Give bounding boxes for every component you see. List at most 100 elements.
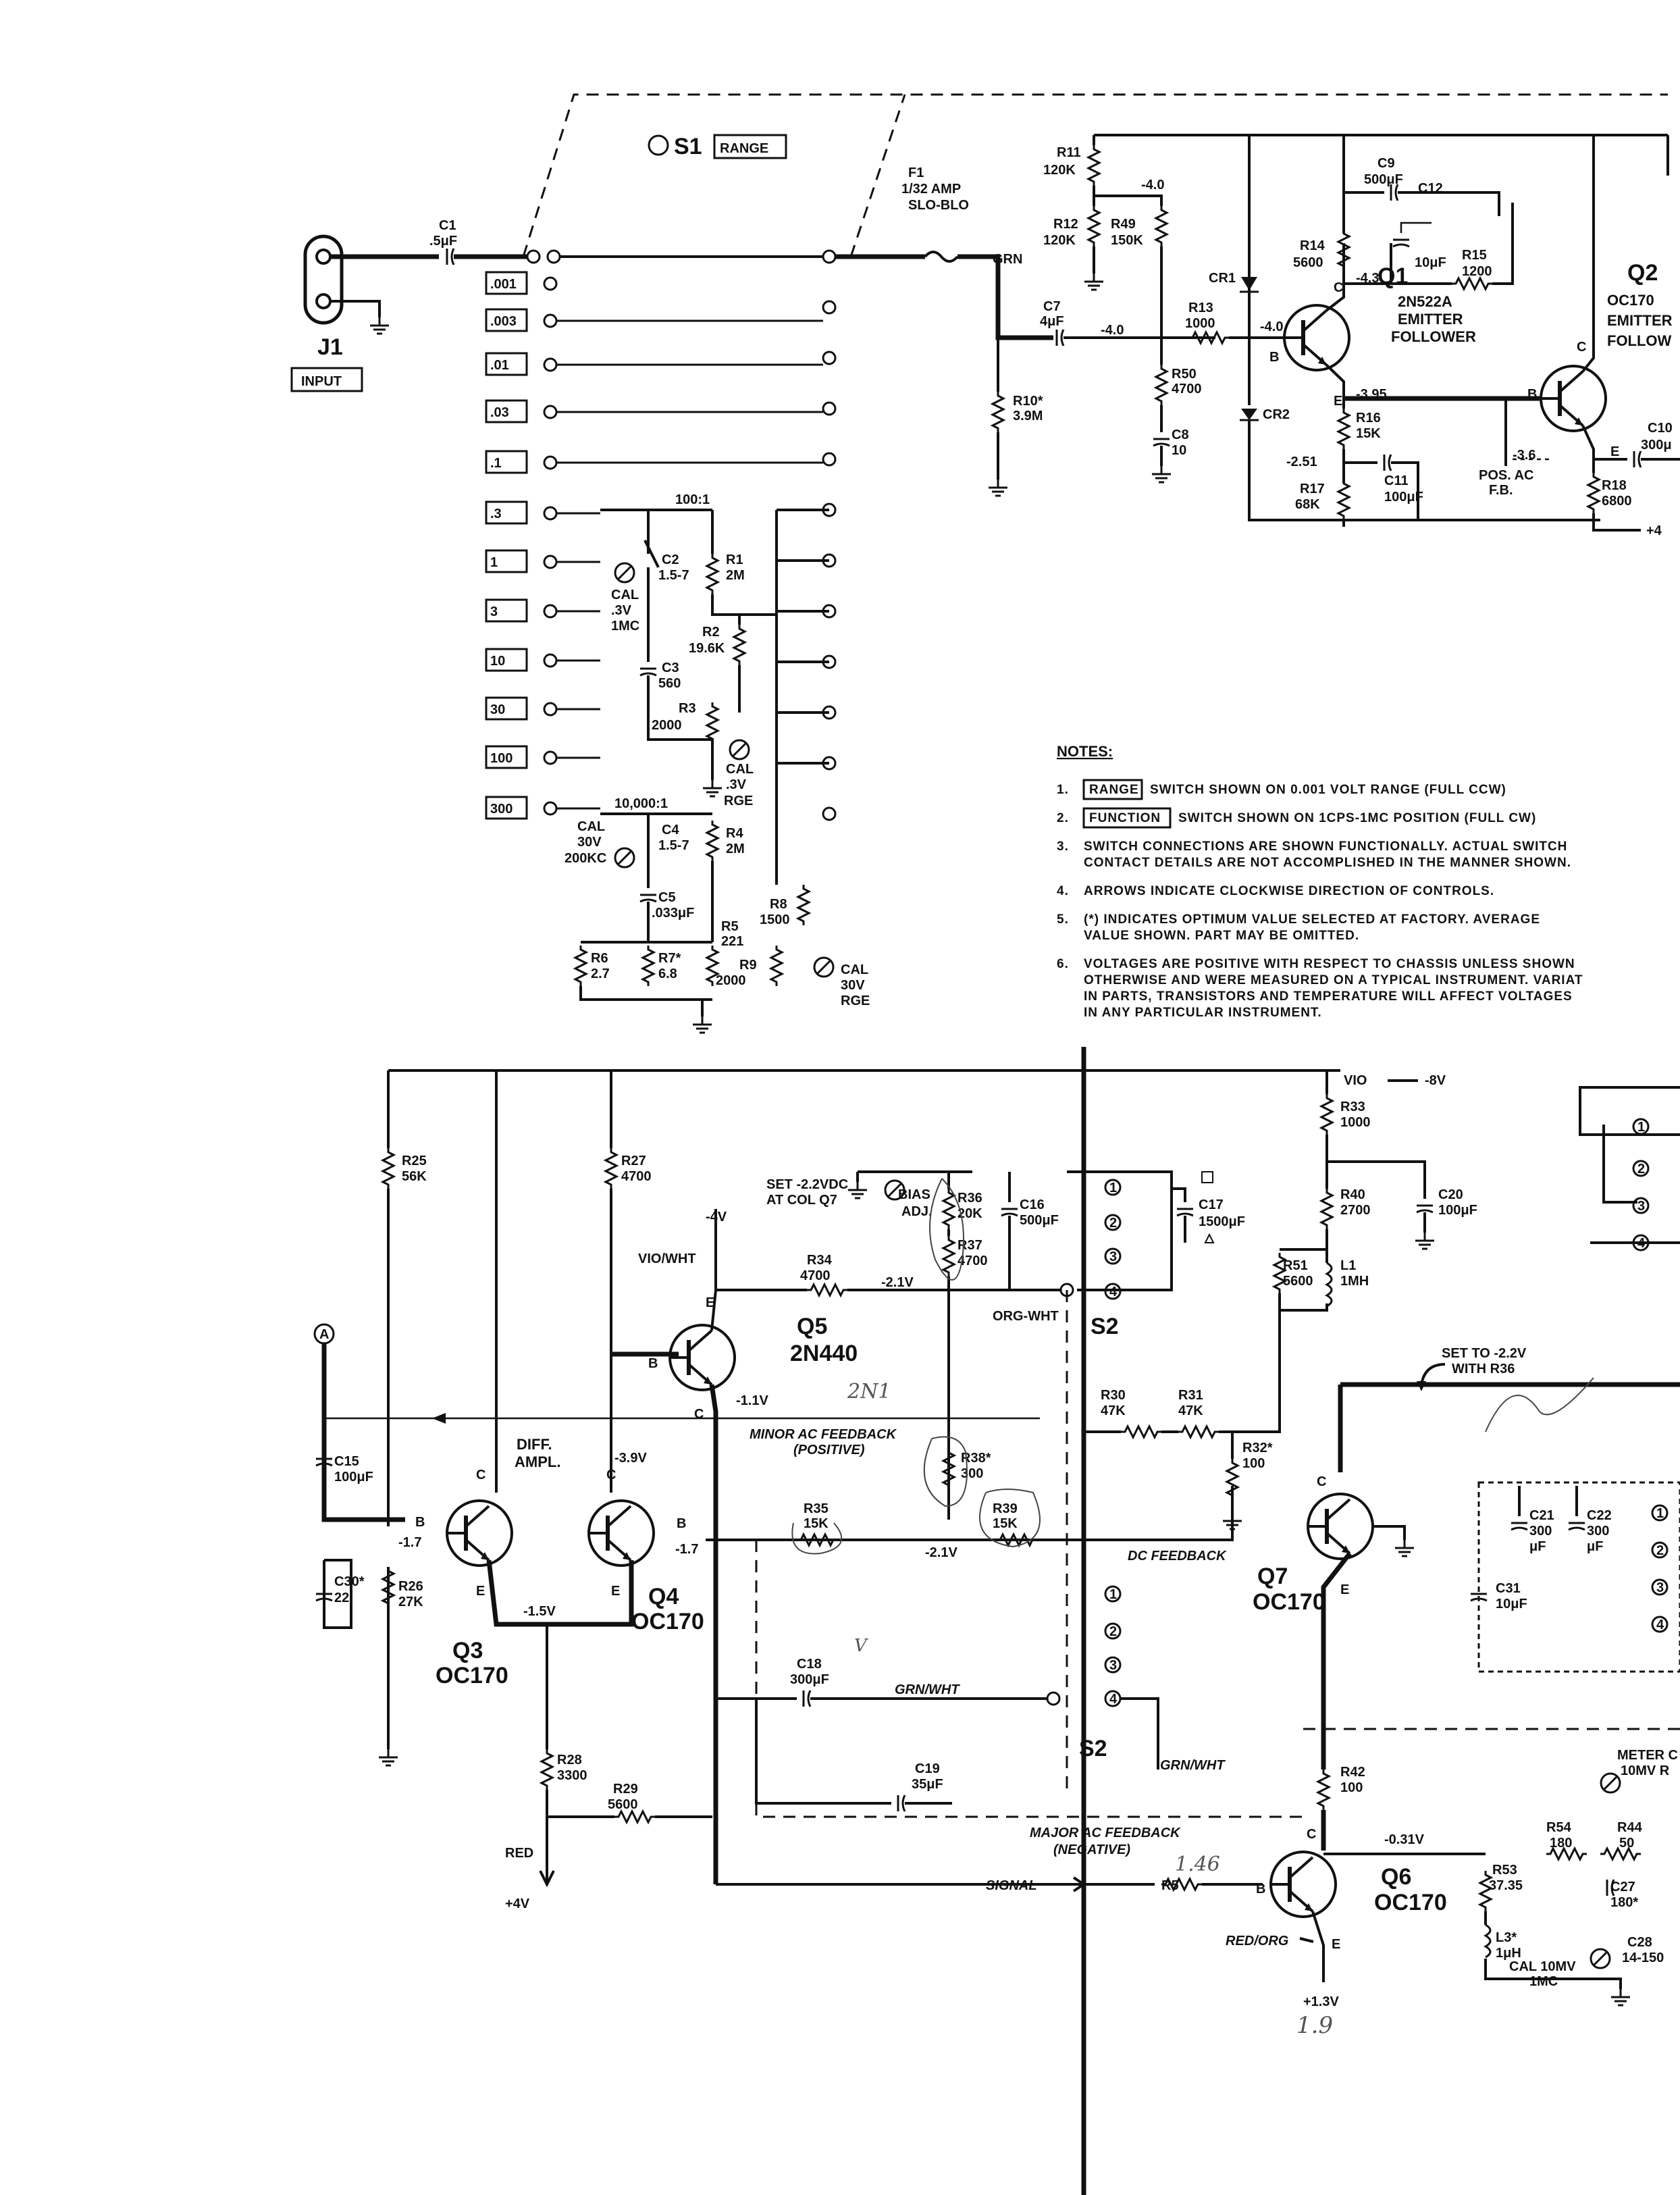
r30-label: R30 <box>1101 1388 1126 1403</box>
range-position[interactable]: 10 <box>485 648 600 672</box>
cal-low-l1: CAL <box>577 819 605 834</box>
switch-s2-upper[interactable] <box>1059 1170 1173 1300</box>
r9-value: 2000 <box>716 973 746 988</box>
meter-cal-adjust[interactable] <box>1600 1772 1621 1794</box>
pencil-note-c18: V <box>854 1636 868 1656</box>
s2u-pos3: 3 <box>1109 1249 1117 1264</box>
r35-label: R35 <box>804 1501 829 1516</box>
c17-value: 1500μF <box>1199 1214 1245 1229</box>
cal-range-2-adjust[interactable] <box>813 956 835 978</box>
range-position[interactable]: .003 <box>485 308 823 332</box>
v-q4-collector: -3.9V <box>614 1451 647 1466</box>
range-position-label: 300 <box>490 802 513 817</box>
c5-label: C5 <box>658 890 676 905</box>
q4-type: OC170 <box>631 1609 704 1634</box>
range-position[interactable]: .1 <box>485 450 823 474</box>
v-q4-base: -1.7 <box>675 1542 698 1557</box>
note-line: CONTACT DETAILS ARE NOT ACCOMPLISHED IN … <box>1084 856 1571 870</box>
note-box-label: FUNCTION <box>1089 811 1161 825</box>
range-position[interactable]: 30 <box>485 696 600 721</box>
c7-value: 4μF <box>1040 314 1064 329</box>
v-dc-fb: -2.1V <box>925 1545 957 1560</box>
s2l-pos2: 2 <box>1109 1624 1117 1639</box>
q3-b: B <box>415 1515 425 1530</box>
c7-label: C7 <box>1043 299 1061 314</box>
c16-value: 500μF <box>1020 1213 1059 1228</box>
meter-l2: 10MV R <box>1621 1763 1670 1778</box>
switch-s2-lower[interactable] <box>1046 1585 1122 1707</box>
r12-value: 120K <box>1043 233 1076 248</box>
wire-vio-wht: VIO/WHT <box>638 1251 696 1266</box>
q3-c: C <box>476 1468 485 1482</box>
c22-unit: μF <box>1587 1539 1603 1554</box>
q2-transistor <box>1541 366 1606 431</box>
note-number: 4. <box>1057 884 1069 898</box>
cal-low-adjust[interactable] <box>614 847 635 869</box>
r42-label: R42 <box>1340 1765 1365 1780</box>
s2-upper-label: S2 <box>1091 1314 1119 1339</box>
r17-label: R17 <box>1300 482 1325 496</box>
r54-label: R54 <box>1546 1820 1572 1835</box>
range-position[interactable]: 1 <box>485 549 600 573</box>
bias-adjust[interactable] <box>884 1179 905 1201</box>
r4-label: R4 <box>726 826 743 841</box>
note-number: 1. <box>1057 783 1069 797</box>
r31-value: 47K <box>1178 1403 1203 1418</box>
range-position-label: 30 <box>490 702 505 717</box>
r5-value: 221 <box>721 934 743 949</box>
note-line: SWITCH SHOWN ON 1CPS-1MC POSITION (FULL … <box>1178 811 1536 825</box>
cal-high-adjust[interactable] <box>614 562 635 584</box>
set-bias-l1: SET -2.2VDC <box>766 1177 848 1192</box>
v-q5-collector: -1.1V <box>736 1393 768 1408</box>
r16-value: 15K <box>1356 426 1381 441</box>
c2-label: C2 <box>662 552 679 567</box>
range-switch-s1[interactable] <box>526 249 837 821</box>
j1-label: J1 <box>317 334 343 360</box>
note-box-label: RANGE <box>1089 783 1139 797</box>
r18-label: R18 <box>1602 478 1627 493</box>
upper-right-contacts[interactable] <box>1632 1118 1650 1251</box>
function-switch-contacts[interactable] <box>1651 1504 1669 1633</box>
q4-e: E <box>611 1584 620 1599</box>
s1-range-box: RANGE <box>720 141 768 156</box>
note-number: 6. <box>1057 957 1069 971</box>
cr2-label: CR2 <box>1263 407 1290 422</box>
notes-heading: NOTES: <box>1057 743 1113 760</box>
l1-value: 1MH <box>1340 1274 1369 1289</box>
c31-value: 10μF <box>1496 1597 1527 1611</box>
q6-b: B <box>1256 1882 1265 1896</box>
range-position-label: .001 <box>490 277 517 292</box>
r6-value: 2.7 <box>591 966 610 981</box>
f1-value: 1/32 AMP <box>901 182 961 197</box>
r37-label: R37 <box>957 1238 982 1253</box>
r44-label: R44 <box>1617 1820 1643 1835</box>
range-position[interactable]: .03 <box>485 399 823 423</box>
range-position[interactable]: .01 <box>485 352 823 376</box>
q2-e: E <box>1610 444 1619 459</box>
s2u-pos4: 4 <box>1109 1285 1118 1299</box>
range-position[interactable]: 300 <box>485 796 600 820</box>
r44-value: 50 <box>1619 1836 1634 1851</box>
c30-value: 22 <box>334 1591 349 1605</box>
cal-10mv-adjust[interactable] <box>1590 1948 1611 1969</box>
cal-low-l3: 200KC <box>565 851 606 866</box>
range-position[interactable]: 3 <box>485 598 600 623</box>
s1-knob[interactable] <box>648 134 669 156</box>
note-line: OTHERWISE AND WERE MEASURED ON A TYPICAL… <box>1084 973 1583 987</box>
r2-value: 19.6K <box>689 641 725 656</box>
c28-value: 14-150 <box>1622 1951 1664 1965</box>
r26-label: R26 <box>398 1579 423 1594</box>
r33-label: R33 <box>1340 1100 1365 1114</box>
range-position[interactable]: .001 <box>485 271 558 295</box>
r32-value: 100 <box>1242 1456 1265 1471</box>
r7-value: 6.8 <box>658 966 677 981</box>
c22-value: 300 <box>1587 1524 1609 1539</box>
r40-value: 2700 <box>1340 1203 1371 1218</box>
r13-label: R13 <box>1188 301 1213 315</box>
cal-range-1-adjust[interactable] <box>729 739 750 760</box>
r26-value: 27K <box>398 1595 423 1609</box>
q2-type: OC170 <box>1607 292 1654 309</box>
range-position[interactable]: 100 <box>485 745 600 769</box>
range-position[interactable]: .3 <box>485 500 600 525</box>
